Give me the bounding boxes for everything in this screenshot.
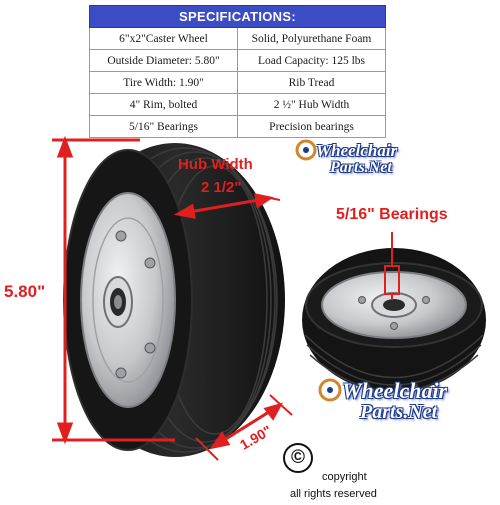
diameter-value: 5.80" bbox=[4, 282, 46, 301]
logo-line2: Parts.Net bbox=[360, 401, 438, 423]
rights-label: all rights reserved bbox=[290, 488, 377, 500]
copyright-icon: © bbox=[283, 443, 313, 473]
hub-width-label: Hub Width bbox=[178, 156, 253, 173]
copyright-label: copyright bbox=[322, 471, 367, 483]
bolt-icon bbox=[115, 230, 127, 242]
spec-cell: 2 ½" Hub Width bbox=[237, 93, 386, 116]
spec-cell: Tire Width: 1.90" bbox=[89, 71, 238, 94]
logo-line1: Wheelchair bbox=[342, 378, 448, 403]
spec-cell: Precision bearings bbox=[237, 115, 386, 138]
specifications-header: SPECIFICATIONS: bbox=[89, 5, 386, 28]
spec-row: 6"x2"Caster Wheel Solid, Polyurethane Fo… bbox=[89, 27, 386, 50]
bolt-icon bbox=[390, 322, 398, 330]
bolt-icon bbox=[144, 257, 156, 269]
bolt-icon bbox=[115, 367, 127, 379]
spec-row: 4" Rim, bolted 2 ½" Hub Width bbox=[89, 93, 386, 116]
specifications-table: SPECIFICATIONS: 6"x2"Caster Wheel Solid,… bbox=[89, 5, 386, 138]
wheelchair-logo-icon bbox=[295, 139, 317, 161]
bolt-icon bbox=[422, 296, 430, 304]
bolt-icon bbox=[358, 296, 366, 304]
bearings-label: 5/16" Bearings bbox=[336, 206, 448, 223]
bolt-icon bbox=[144, 342, 156, 354]
spec-cell: 4" Rim, bolted bbox=[89, 93, 238, 116]
small-wheel bbox=[302, 248, 486, 393]
spec-cell: 5/16" Bearings bbox=[89, 115, 238, 138]
spec-cell: Solid, Polyurethane Foam bbox=[237, 27, 386, 50]
dimension-lines bbox=[52, 135, 400, 461]
logo-line2: Parts.Net bbox=[330, 159, 392, 176]
large-wheel bbox=[63, 143, 285, 457]
logo-line1: Wheelchair bbox=[316, 141, 398, 160]
wheelchair-logo-icon bbox=[318, 378, 342, 402]
bearing-icon bbox=[383, 299, 405, 311]
hub-width-value: 2 1/2" bbox=[201, 179, 242, 196]
spec-row: 5/16" Bearings Precision bearings bbox=[89, 115, 386, 138]
spec-cell: 6"x2"Caster Wheel bbox=[89, 27, 238, 50]
